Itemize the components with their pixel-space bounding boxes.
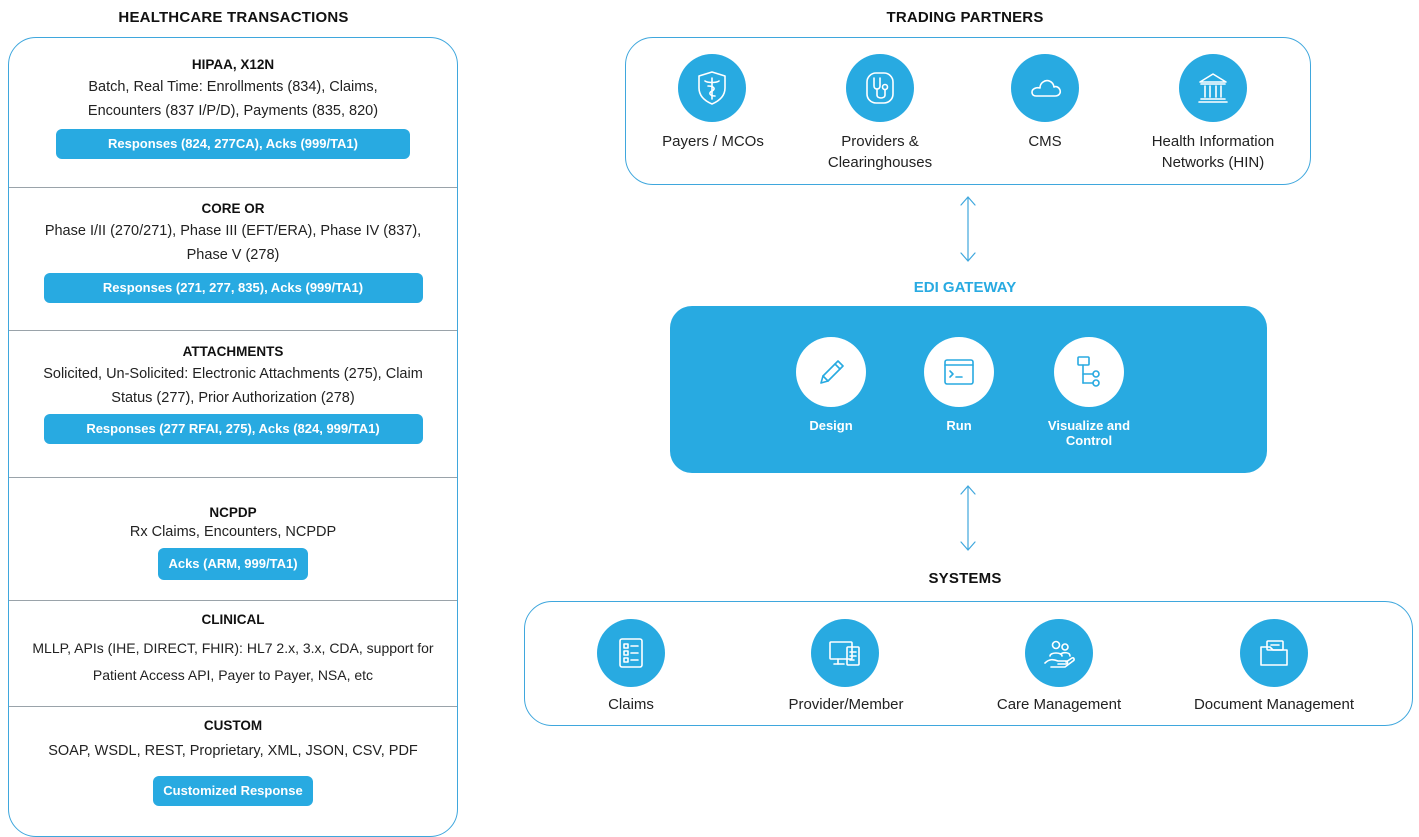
section-custom: CUSTOM SOAP, WSDL, REST, Proprietary, XM… [9,706,457,836]
trading-partners-title: TRADING PARTNERS [886,9,1044,26]
checklist-icon [597,619,665,687]
partner-label: Payers / MCOs [662,133,764,150]
section-description: Batch, Real Time: Enrollments (834), Cla… [87,79,379,119]
bidirectional-arrow-icon [960,485,976,551]
monitor-document-icon [811,619,879,687]
system-label: Provider/Member [788,696,904,713]
system-label: Care Management [996,696,1122,713]
section-title: ATTACHMENTS [182,344,284,359]
section-title: HIPAA, X12N [191,57,275,72]
response-pill: Responses (271, 277, 835), Acks (999/TA1… [43,273,423,303]
response-pill: Responses (824, 277CA), Acks (999/TA1) [56,129,410,159]
section-title: NCPDP [209,505,257,520]
pencil-icon [796,337,866,407]
section-ncpdp: NCPDP Rx Claims, Encounters, NCPDP Acks … [9,477,457,600]
section-attachments: ATTACHMENTS Solicited, Un-Solicited: Ele… [9,330,457,477]
edi-gateway-title: EDI GATEWAY [913,279,1017,296]
system-label: Document Management [1193,696,1355,713]
response-pill: Customized Response [153,776,313,806]
section-description: SOAP, WSDL, REST, Proprietary, XML, JSON… [48,743,418,759]
section-title: CLINICAL [201,612,265,627]
terminal-window-icon [924,337,994,407]
building-icon [1179,54,1247,122]
section-description: Phase I/II (270/271), Phase III (EFT/ERA… [44,223,422,263]
healthcare-transactions-title: HEALTHCARE TRANSACTIONS [118,9,349,26]
cloud-icon [1011,54,1079,122]
partner-label: Health Information Networks (HIN) [1151,133,1275,171]
gateway-label: Design [809,418,853,433]
gateway-label: Visualize and Control [1047,418,1131,448]
section-description: MLLP, APIs (IHE, DIRECT, FHIR): HL7 2.x,… [32,640,434,683]
gateway-label: Run [946,418,972,433]
section-description: Rx Claims, Encounters, NCPDP [129,524,337,540]
section-title: CORE OR [201,201,265,216]
response-pill: Responses (277 RFAI, 275), Acks (824, 99… [43,414,423,444]
systems-title: SYSTEMS [928,570,1002,587]
caduceus-shield-icon [678,54,746,122]
section-description: Solicited, Un-Solicited: Electronic Atta… [43,366,423,406]
response-pill: Acks (ARM, 999/TA1) [158,548,308,580]
section-clinical: CLINICAL MLLP, APIs (IHE, DIRECT, FHIR):… [9,600,457,706]
systems-panel [524,601,1413,726]
section-hipaa: HIPAA, X12N Batch, Real Time: Enrollment… [9,38,457,187]
partner-label: CMS [1028,133,1062,150]
section-core: CORE OR Phase I/II (270/271), Phase III … [9,187,457,330]
stethoscope-icon [846,54,914,122]
healthcare-transactions-panel: HIPAA, X12N Batch, Real Time: Enrollment… [8,37,458,837]
folder-icon [1240,619,1308,687]
partner-label: Providers & Clearinghouses [827,133,933,171]
hand-people-icon [1025,619,1093,687]
system-label: Claims [608,696,654,713]
trading-partners-panel [625,37,1311,185]
bidirectional-arrow-icon [960,196,976,262]
section-title: CUSTOM [203,718,263,733]
flow-tree-icon [1054,337,1124,407]
